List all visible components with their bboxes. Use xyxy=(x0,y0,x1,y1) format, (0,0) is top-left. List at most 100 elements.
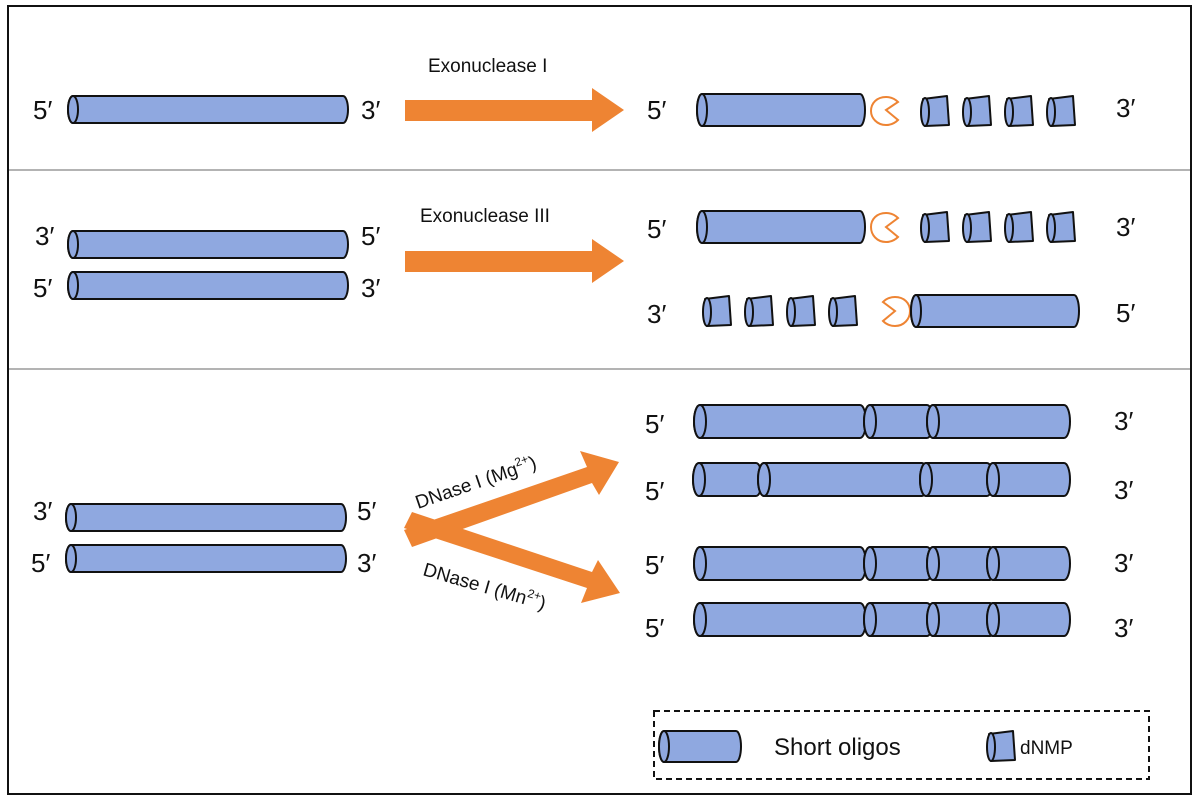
mg-row2-3-end: 3′ xyxy=(1114,475,1133,505)
cylinder-end-cap xyxy=(67,271,79,300)
panel3-substrate-bottom-strand xyxy=(65,544,347,573)
mn-row1-fragment xyxy=(986,546,1071,581)
mg-row2-fragment xyxy=(757,462,929,497)
panel3-bottom-3-end: 3′ xyxy=(357,548,376,578)
cylinder-end-cap xyxy=(65,544,77,573)
panel2-product-top-5-end: 5′ xyxy=(647,214,666,244)
cylinder-end-cap xyxy=(863,602,877,637)
mn-row2-3-end: 3′ xyxy=(1114,613,1133,643)
cylinder-body xyxy=(757,462,929,497)
mn-row2-fragment xyxy=(863,602,934,637)
cylinder-end-cap xyxy=(658,730,670,763)
dnmp-end-cap xyxy=(786,297,796,327)
legend-dnmp-label: dNMP xyxy=(1020,738,1073,759)
panel2-top-dnmp xyxy=(920,211,950,243)
panel1-product-3-end: 3′ xyxy=(1116,93,1135,123)
cylinder-end-cap xyxy=(986,546,1000,581)
panel2-top-dnmp xyxy=(1004,211,1034,243)
cylinder-end-cap xyxy=(926,546,940,581)
dnmp-end-cap xyxy=(1046,213,1056,243)
panel3-bottom-5-end: 5′ xyxy=(31,548,50,578)
panel1-substrate-3-end: 3′ xyxy=(361,95,380,125)
cylinder-body xyxy=(910,294,1080,328)
panel2-bottom-dnmp xyxy=(828,295,858,327)
mn-row1-3-end: 3′ xyxy=(1114,548,1133,578)
cylinder-end-cap xyxy=(863,404,877,439)
panel3-substrate-top-strand xyxy=(65,503,347,532)
panel2-product-top-3-end: 3′ xyxy=(1116,212,1135,242)
mg-row1-fragment xyxy=(863,404,934,439)
cylinder-body xyxy=(67,230,349,259)
cylinder-body xyxy=(658,730,742,763)
cylinder-end-cap xyxy=(926,404,940,439)
panel2-top-dnmp xyxy=(1046,211,1076,243)
mg-row1-fragment xyxy=(693,404,867,439)
cylinder-end-cap xyxy=(926,602,940,637)
panel1-product-5-end: 5′ xyxy=(647,95,666,125)
mn-row1-5-end: 5′ xyxy=(645,550,664,580)
panel2-enzyme-label: Exonuclease III xyxy=(420,206,550,227)
mn-row1-fragment xyxy=(926,546,997,581)
panel2-product-top-strand xyxy=(696,210,866,244)
cylinder-body xyxy=(693,404,867,439)
cylinder-end-cap xyxy=(696,93,708,127)
panel2-product-bottom-5-end: 5′ xyxy=(1116,298,1135,328)
legend: Short oligos dNMP xyxy=(653,710,1150,780)
dnase-mg-arrow xyxy=(404,451,619,547)
cylinder-body xyxy=(67,271,349,300)
cylinder-end-cap xyxy=(693,546,707,581)
cylinder-end-cap xyxy=(692,462,706,497)
dnmp-end-cap xyxy=(920,97,930,127)
cylinder-body xyxy=(926,404,1071,439)
panel2-bottom-dnmp xyxy=(744,295,774,327)
mg-row2-fragment xyxy=(986,462,1071,497)
panel1-reaction-arrow xyxy=(405,88,624,132)
legend-box xyxy=(653,710,1150,780)
mg-row2-fragment xyxy=(692,462,763,497)
cylinder-body xyxy=(67,95,349,124)
panel2-top-dnmp xyxy=(962,211,992,243)
panel1-dnmp xyxy=(1046,95,1076,127)
panel2-bottom-5-end: 5′ xyxy=(33,273,52,303)
mg-row2-5-end: 5′ xyxy=(645,476,664,506)
dnmp-end-cap xyxy=(962,97,972,127)
mg-row1-fragment xyxy=(926,404,1071,439)
cylinder-end-cap xyxy=(986,602,1000,637)
panel2-substrate-bottom-strand xyxy=(67,271,349,300)
cylinder-end-cap xyxy=(910,294,922,328)
mn-row2-fragment xyxy=(926,602,997,637)
panel1-dnmp xyxy=(920,95,950,127)
cylinder-body xyxy=(696,93,866,127)
panel2-product-bottom-3-end: 3′ xyxy=(647,299,666,329)
cylinder-body xyxy=(65,544,347,573)
panel1-substrate-strand xyxy=(67,95,349,124)
cylinder-body xyxy=(696,210,866,244)
legend-dnmp-swatch xyxy=(986,730,1016,762)
panel2-bottom-3-end: 3′ xyxy=(361,273,380,303)
cylinder-end-cap xyxy=(693,602,707,637)
mn-row2-5-end: 5′ xyxy=(645,613,664,643)
dnmp-end-cap xyxy=(920,213,930,243)
legend-oligo-swatch xyxy=(658,730,742,763)
panel-exonuclease-iii: 3′ 5′ 5′ 3′ Exonuclease III 5′ 3′ 3′ 5′ xyxy=(33,206,1135,329)
cylinder-end-cap xyxy=(986,462,1000,497)
panel2-top-3-end: 3′ xyxy=(35,221,54,251)
cylinder-end-cap xyxy=(67,95,79,124)
dnmp-end-cap xyxy=(1004,213,1014,243)
mn-row2-fragment xyxy=(986,602,1071,637)
cylinder-end-cap xyxy=(693,404,707,439)
cylinder-end-cap xyxy=(863,546,877,581)
mn-row1-fragment xyxy=(863,546,934,581)
dnmp-end-cap xyxy=(702,297,712,327)
mn-row2-fragment xyxy=(693,602,867,637)
panel2-reaction-arrow xyxy=(405,239,624,283)
cylinder-end-cap xyxy=(919,462,933,497)
panel-dnase-i: 3′ 5′ 5′ 3′ DNase I (Mg2+) DNase I (Mn2+… xyxy=(31,404,1133,643)
panel3-top-3-end: 3′ xyxy=(33,496,52,526)
dnmp-end-cap xyxy=(1004,97,1014,127)
cylinder-end-cap xyxy=(757,462,771,497)
dnmp-end-cap xyxy=(986,732,996,762)
legend-oligo-label: Short oligos xyxy=(774,734,901,761)
exonuclease-i-enzyme-icon xyxy=(869,95,900,127)
